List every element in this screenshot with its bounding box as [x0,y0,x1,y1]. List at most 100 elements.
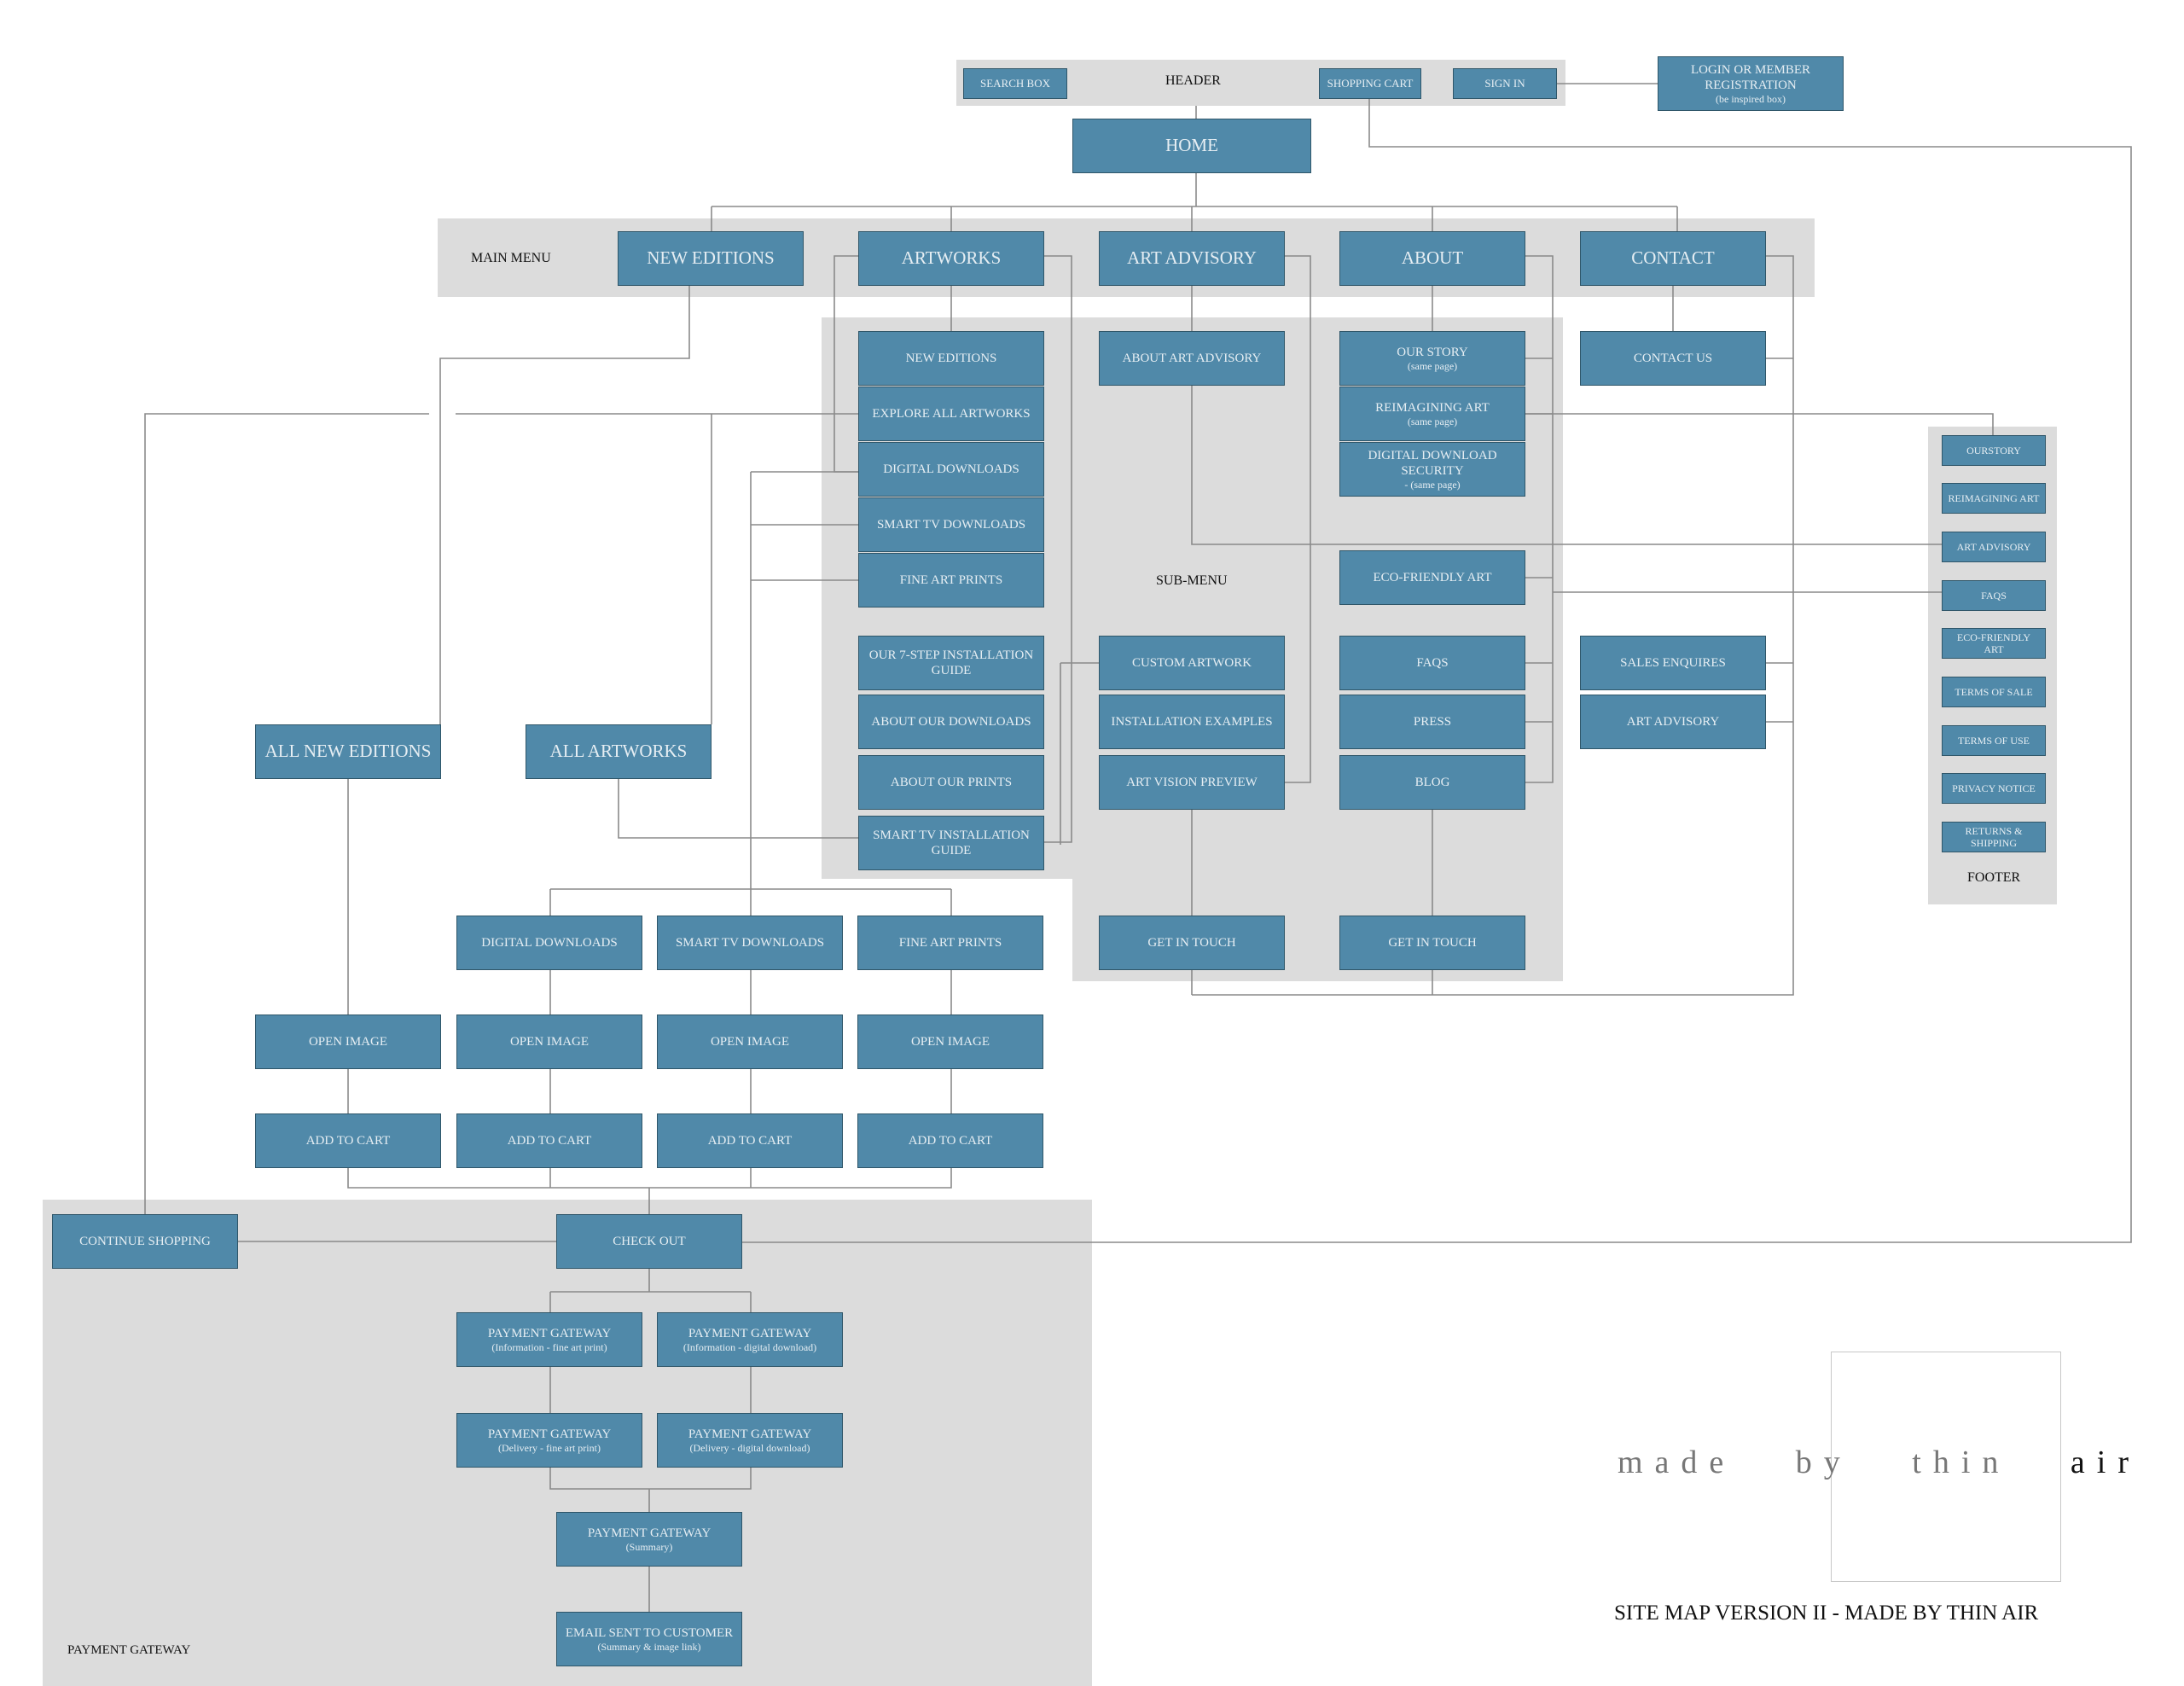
sub-download-security[interactable]: DIGITAL DOWNLOAD SECURITY- (same page) [1339,442,1525,497]
sub-contact-art-advisory[interactable]: ART ADVISORY [1580,695,1766,749]
all-artworks-label: ALL ARTWORKS [549,741,688,762]
footer-item-1[interactable]: OURSTORY [1942,435,2046,466]
sub-explore-all-label: EXPLORE ALL ARTWORKS [872,407,1031,421]
footer-item-8[interactable]: PRIVACY NOTICE [1942,773,2046,804]
all-new-editions[interactable]: ALL NEW EDITIONS [255,724,441,779]
sub-smart-tv-guide[interactable]: SMART TV INSTALLATION GUIDE [858,816,1044,870]
footer-item-5-label: ECO-FRIENDLY ART [1956,631,2031,655]
about-get-in-touch[interactable]: GET IN TOUCH [1339,916,1525,970]
sub-art-vision-preview[interactable]: ART VISION PREVIEW [1099,755,1285,810]
footer-item-9[interactable]: RETURNS & SHIPPING [1942,822,2046,852]
sub-sales-enquires[interactable]: SALES ENQUIRES [1580,636,1766,690]
open-image-4[interactable]: OPEN IMAGE [857,1015,1043,1069]
sign-in-button-label: SIGN IN [1484,77,1525,90]
footer-item-6[interactable]: TERMS OF SALE [1942,677,2046,707]
footer-item-5[interactable]: ECO-FRIENDLY ART [1942,628,2046,659]
shopping-cart-button-label: SHOPPING CART [1327,77,1414,90]
sub-about-downloads[interactable]: ABOUT OUR DOWNLOADS [858,695,1044,749]
sub-fine-art-prints-label: FINE ART PRINTS [899,573,1003,587]
logo-word-thin: thin [1912,1445,2011,1480]
cat-fine-art-prints[interactable]: FINE ART PRINTS [857,916,1043,970]
cat-digital-downloads[interactable]: DIGITAL DOWNLOADS [456,916,642,970]
shopping-cart-button[interactable]: SHOPPING CART [1319,68,1421,99]
sub-smart-tv-downloads[interactable]: SMART TV DOWNLOADS [858,497,1044,552]
continue-shopping-button[interactable]: CONTINUE SHOPPING [52,1214,238,1269]
cat-smart-tv-downloads[interactable]: SMART TV DOWNLOADS [657,916,843,970]
check-out-button-label: CHECK OUT [613,1235,686,1248]
footer-item-1-label: OURSTORY [1966,444,2021,456]
login-registration-box-label: LOGIN OR MEMBER REGISTRATION [1690,62,1810,92]
menu-new-editions[interactable]: NEW EDITIONS [618,231,804,286]
menu-about[interactable]: ABOUT [1339,231,1525,286]
footer-item-7[interactable]: TERMS OF USE [1942,725,2046,756]
add-to-cart-1-label: ADD TO CART [305,1134,391,1148]
sub-faqs[interactable]: FAQs [1339,636,1525,690]
open-image-3[interactable]: OPEN IMAGE [657,1015,843,1069]
sub-contact-art-advisory-label: ART ADVISORY [1626,715,1720,729]
pg-delivery-digital-sublabel: (Delivery - digital download) [689,1441,810,1454]
pg-info-fine-art[interactable]: PAYMENT GATEWAY(Information - fine art p… [456,1312,642,1367]
pg-delivery-digital[interactable]: PAYMENT GATEWAY(Delivery - digital downl… [657,1413,843,1468]
sub-press-label: PRESS [1413,715,1452,729]
sub-install-guide[interactable]: OUR 7-STEP INSTALLATION GUIDE [858,636,1044,690]
login-registration-box[interactable]: LOGIN OR MEMBER REGISTRATION(be inspired… [1658,56,1844,111]
footer-item-7-label: TERMS OF USE [1957,734,2030,747]
brand-logo: made by thin air [1618,1444,2140,1481]
open-image-1[interactable]: OPEN IMAGE [255,1015,441,1069]
open-image-4-label: OPEN IMAGE [910,1035,990,1049]
connector-line-47 [1525,413,1994,435]
pg-info-digital[interactable]: PAYMENT GATEWAY(Information - digital do… [657,1312,843,1367]
sub-eco-friendly-art[interactable]: ECO-FRIENDLY ART [1339,550,1525,605]
search-box-button[interactable]: SEARCH BOX [963,68,1067,99]
sub-new-editions[interactable]: NEW EDITIONS [858,331,1044,386]
sub-blog-label: BLOG [1414,776,1450,789]
sub-digital-downloads[interactable]: DIGITAL DOWNLOADS [858,442,1044,497]
sub-our-story[interactable]: OUR STORY(same page) [1339,331,1525,386]
footer-item-4[interactable]: FAQs [1942,580,2046,611]
sub-about-prints[interactable]: ABOUT OUR PRINTS [858,755,1044,810]
add-to-cart-3[interactable]: ADD TO CART [657,1113,843,1168]
email-sent-to-customer[interactable]: EMAIL SENT TO CUSTOMER(Summary & image l… [556,1612,742,1666]
pg-delivery-fine-art-label: PAYMENT GATEWAY [487,1427,612,1441]
add-to-cart-2[interactable]: ADD TO CART [456,1113,642,1168]
sub-contact-us-label: CONTACT US [1633,352,1713,365]
sub-fine-art-prints[interactable]: FINE ART PRINTS [858,553,1044,608]
sub-blog[interactable]: BLOG [1339,755,1525,810]
sub-explore-all[interactable]: EXPLORE ALL ARTWORKS [858,387,1044,441]
add-to-cart-1[interactable]: ADD TO CART [255,1113,441,1168]
sign-in-button[interactable]: SIGN IN [1453,68,1557,99]
continue-shopping-button-label: CONTINUE SHOPPING [79,1235,211,1248]
sub-reimagining-art[interactable]: REIMAGINING ART(same page) [1339,387,1525,441]
logo-word-by: by [1795,1445,1852,1480]
connector-line-17 [1044,255,1072,843]
menu-art-advisory[interactable]: ART ADVISORY [1099,231,1285,286]
all-artworks[interactable]: ALL ARTWORKS [526,724,712,779]
open-image-2[interactable]: OPEN IMAGE [456,1015,642,1069]
sub-installation-examples[interactable]: INSTALLATION EXAMPLES [1099,695,1285,749]
sub-our-story-label: OUR STORY [1397,345,1468,359]
sub-about-art-advisory[interactable]: ABOUT ART ADVISORY [1099,331,1285,386]
menu-contact[interactable]: CONTACT [1580,231,1766,286]
logo-word-made: made [1618,1445,1736,1480]
home-button[interactable]: HOME [1072,119,1311,173]
footer-item-3-label: ART ADVISORY [1956,540,2031,553]
pg-summary[interactable]: PAYMENT GATEWAY(Summary) [556,1512,742,1567]
pg-info-digital-sublabel: (Information - digital download) [682,1340,817,1353]
footer-item-2-label: REIMAGINING ART [1948,491,2040,504]
pg-delivery-fine-art[interactable]: PAYMENT GATEWAY(Delivery - fine art prin… [456,1413,642,1468]
advisory-get-in-touch[interactable]: GET IN TOUCH [1099,916,1285,970]
check-out-button[interactable]: CHECK OUT [556,1214,742,1269]
sub-contact-us[interactable]: CONTACT US [1580,331,1766,386]
footer-item-2[interactable]: REIMAGINING ART [1942,483,2046,514]
footer-item-3[interactable]: ART ADVISORY [1942,532,2046,562]
connector-line-69 [549,1468,752,1490]
menu-contact-label: CONTACT [1631,247,1715,269]
sub-press[interactable]: PRESS [1339,695,1525,749]
sub-download-security-label: DIGITAL DOWNLOAD SECURITY [1368,448,1497,478]
menu-about-label: ABOUT [1401,247,1464,269]
pg-delivery-digital-label: PAYMENT GATEWAY [688,1427,812,1441]
menu-artworks[interactable]: ARTWORKS [858,231,1044,286]
sub-sales-enquires-label: SALES ENQUIRES [1620,656,1726,670]
sub-custom-artwork[interactable]: CUSTOM ARTWORK [1099,636,1285,690]
add-to-cart-4[interactable]: ADD TO CART [857,1113,1043,1168]
